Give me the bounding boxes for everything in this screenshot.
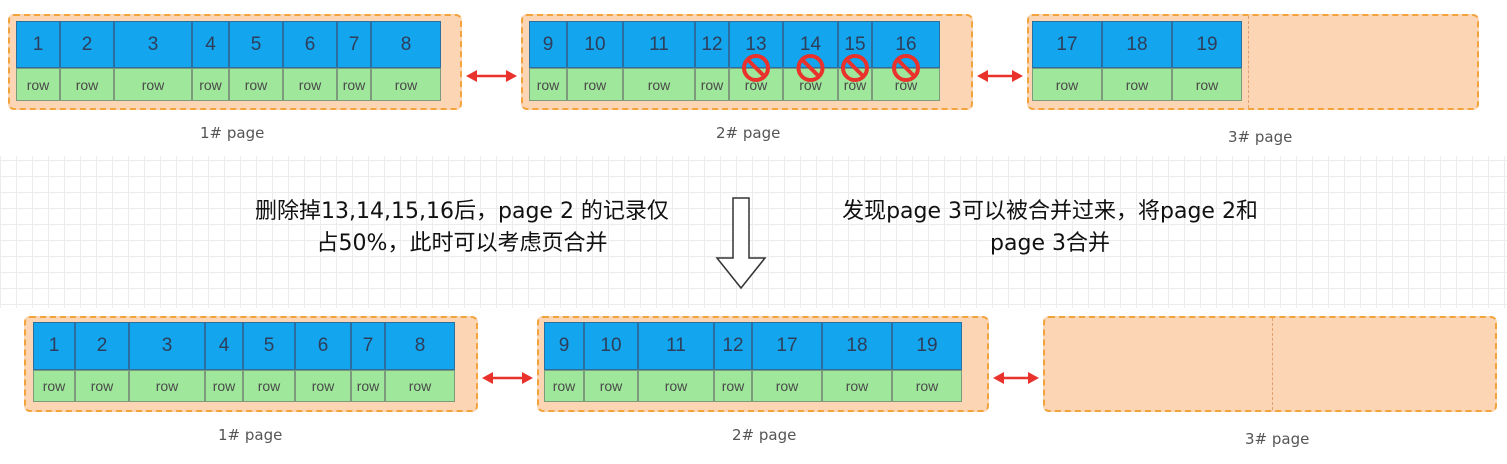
record-id-cell: 13 [729, 21, 783, 68]
record-id-cell: 14 [783, 21, 838, 68]
caption-delete-line1: 删除掉13,14,15,16后，page 2 的记录仅 [255, 199, 669, 224]
record-id-cell: 4 [192, 21, 229, 68]
record-id-cell: 16 [872, 21, 940, 68]
record-id-cell: 10 [567, 21, 623, 68]
record-row-cell: row [638, 370, 714, 402]
record-row-cell: row [295, 370, 351, 402]
record-id-cell: 17 [1032, 21, 1102, 68]
record-id-cell: 18 [1102, 21, 1172, 68]
record-row-cell: row [714, 370, 752, 402]
double-arrow-icon [482, 372, 533, 384]
record-id-cell: 5 [243, 322, 295, 370]
record-id-cell: 9 [544, 322, 584, 370]
record-id-cell: 4 [205, 322, 243, 370]
down-arrow-icon [715, 197, 767, 290]
record-id-cell: 18 [822, 322, 892, 370]
record-id-cell: 2 [60, 21, 114, 68]
record-row-cell: row [1102, 68, 1172, 101]
record-row-cell: row [229, 68, 283, 101]
record-row-cell: row [385, 370, 455, 402]
record-row-cell: row [337, 68, 371, 101]
record-id-cell: 11 [623, 21, 695, 68]
record-row-cell: row [783, 68, 838, 101]
record-id-cell: 5 [229, 21, 283, 68]
record-id-cell: 3 [114, 21, 192, 68]
record-id-cell: 7 [351, 322, 385, 370]
record-row-cell: row [192, 68, 229, 101]
record-row-cell: row [371, 68, 441, 101]
record-id-cell: 6 [283, 21, 337, 68]
record-row-cell: row [60, 68, 114, 101]
record-row-cell: row [544, 370, 584, 402]
double-arrow-icon [466, 70, 517, 82]
record-id-cell: 10 [584, 322, 638, 370]
record-id-cell: 8 [385, 322, 455, 370]
record-id-cell: 6 [295, 322, 351, 370]
caption-merge-line1: 发现page 3可以被合并过来，将page 2和 [842, 199, 1258, 224]
record-id-cell: 8 [371, 21, 441, 68]
record-id-cell: 9 [529, 21, 567, 68]
after-page-3-label: 3# page [1245, 430, 1310, 448]
record-row-cell: row [129, 370, 205, 402]
before-page-1-label: 1# page [200, 124, 265, 142]
before-page-3-divider [1248, 16, 1249, 108]
record-id-cell: 19 [892, 322, 962, 370]
record-id-cell: 12 [714, 322, 752, 370]
record-row-cell: row [1032, 68, 1102, 101]
caption-merge-line2: page 3合并 [990, 231, 1110, 256]
record-row-cell: row [892, 370, 962, 402]
record-row-cell: row [351, 370, 385, 402]
record-row-cell: row [33, 370, 75, 402]
record-row-cell: row [623, 68, 695, 101]
record-row-cell: row [822, 370, 892, 402]
record-id-cell: 12 [695, 21, 729, 68]
after-page-1-label: 1# page [218, 426, 283, 444]
record-row-cell: row [752, 370, 822, 402]
record-row-cell: row [75, 370, 129, 402]
prohibited-icon [841, 54, 869, 82]
record-row-cell: row [1172, 68, 1242, 101]
caption-delete-line2: 占50%，此时可以考虑页合并 [316, 231, 608, 256]
record-id-cell: 3 [129, 322, 205, 370]
after-page-2-label: 2# page [732, 426, 797, 444]
record-row-cell: row [729, 68, 783, 101]
record-id-cell: 1 [16, 21, 60, 68]
caption-merge: 发现page 3可以被合并过来，将page 2和 page 3合并 [795, 196, 1305, 260]
record-row-cell: row [243, 370, 295, 402]
caption-delete: 删除掉13,14,15,16后，page 2 的记录仅 占50%，此时可以考虑页… [212, 196, 712, 260]
record-row-cell: row [114, 68, 192, 101]
record-id-cell: 7 [337, 21, 371, 68]
record-row-cell: row [567, 68, 623, 101]
record-row-cell: row [695, 68, 729, 101]
before-page-2-label: 2# page [716, 124, 781, 142]
after-page-3 [1043, 316, 1497, 412]
double-arrow-icon [977, 70, 1023, 82]
prohibited-icon [892, 54, 920, 82]
double-arrow-icon [993, 372, 1039, 384]
record-row-cell: row [584, 370, 638, 402]
record-row-cell: row [283, 68, 337, 101]
record-id-cell: 1 [33, 322, 75, 370]
prohibited-icon [796, 54, 825, 82]
prohibited-icon [742, 54, 770, 82]
record-row-cell: row [205, 370, 243, 402]
after-page-3-divider [1272, 318, 1273, 410]
record-row-cell: row [529, 68, 567, 101]
record-id-cell: 17 [752, 322, 822, 370]
record-id-cell: 2 [75, 322, 129, 370]
record-id-cell: 19 [1172, 21, 1242, 68]
before-page-3-label: 3# page [1228, 128, 1293, 146]
record-row-cell: row [16, 68, 60, 101]
record-id-cell: 11 [638, 322, 714, 370]
